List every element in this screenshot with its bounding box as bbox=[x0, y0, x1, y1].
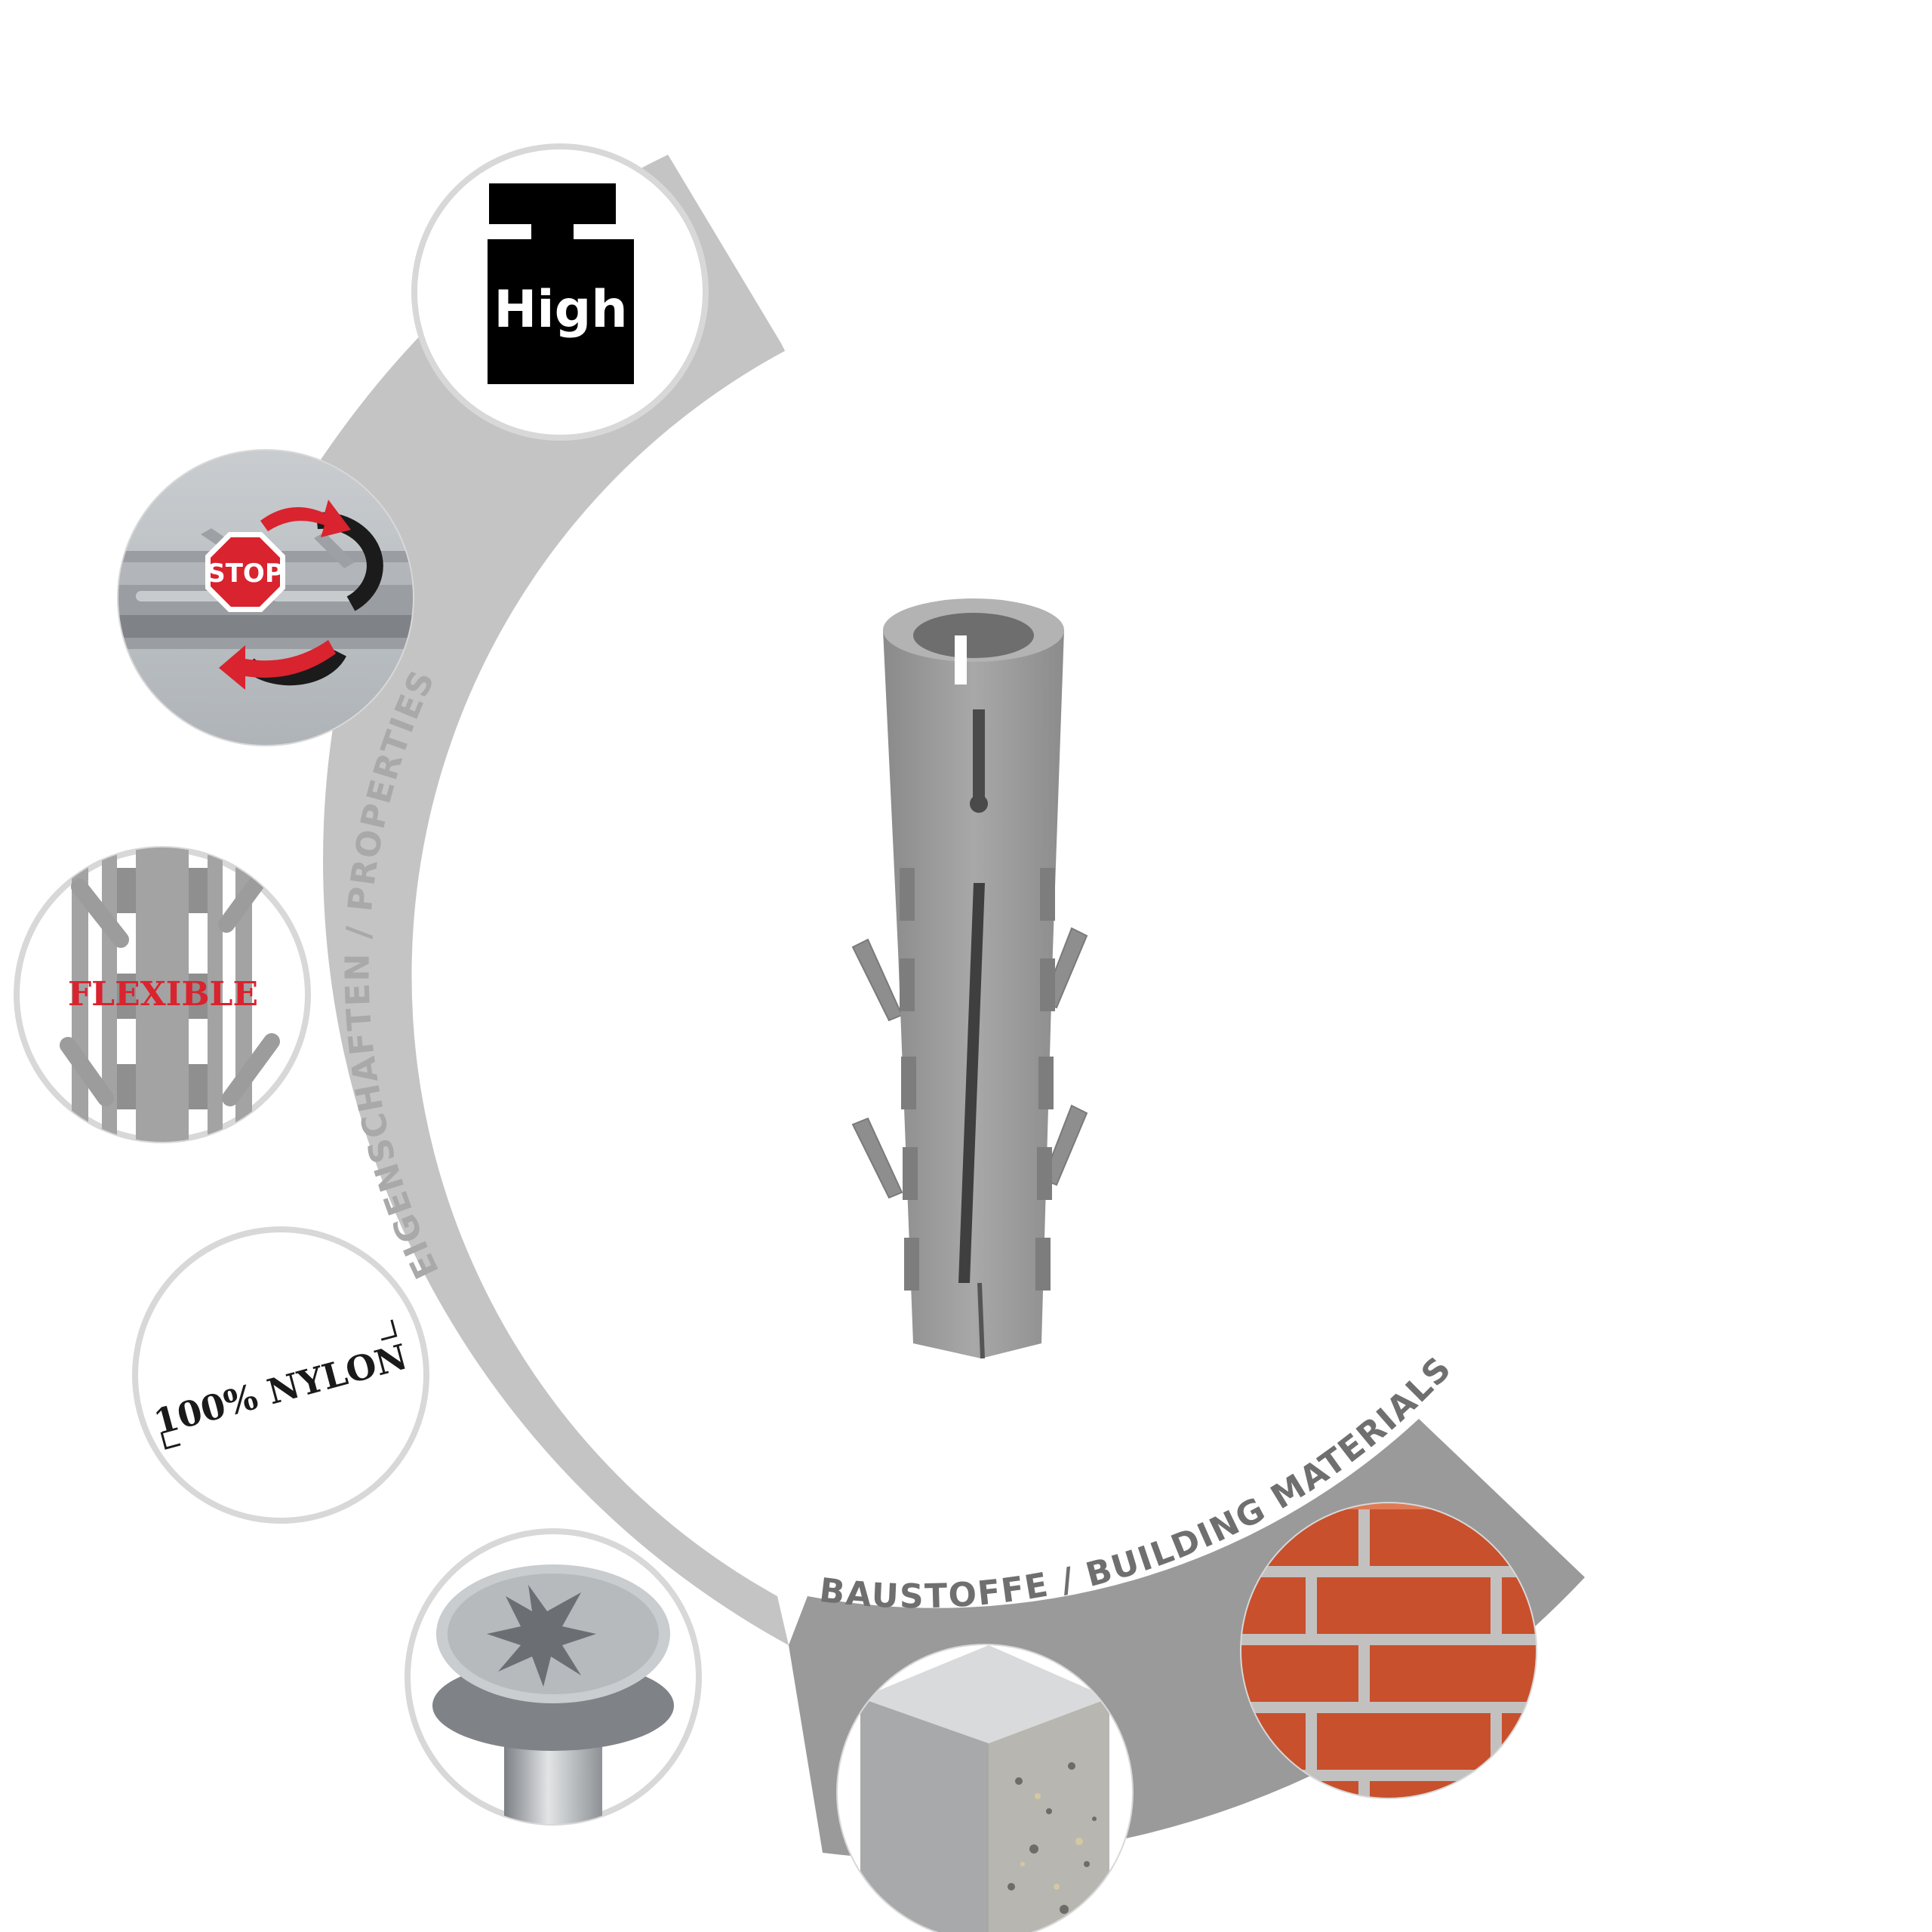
stop-label: STOP bbox=[207, 558, 284, 589]
wall-plug-product bbox=[851, 598, 1088, 1359]
screw-icon bbox=[432, 1564, 674, 1824]
concrete-badge bbox=[836, 1644, 1134, 1932]
bracket-left-icon bbox=[160, 1432, 181, 1450]
high-load-badge: High bbox=[411, 143, 709, 441]
high-label: High bbox=[494, 280, 627, 340]
materials-arc-band-tip bbox=[1419, 1419, 1581, 1581]
screw-badge bbox=[405, 1528, 702, 1826]
flexible-badge: FLEXIBLE bbox=[14, 846, 311, 1143]
concrete-block-icon bbox=[838, 1645, 1132, 1932]
bracket-right-icon bbox=[380, 1319, 398, 1341]
nylon-badge: 100% NYLON bbox=[132, 1226, 429, 1524]
rotation-arrow-icon bbox=[219, 640, 336, 690]
flexible-label: FLEXIBLE bbox=[68, 975, 258, 1014]
stop-sign-icon bbox=[205, 532, 285, 612]
anti-rotation-badge: STOP bbox=[117, 449, 414, 746]
weight-icon bbox=[488, 183, 634, 384]
